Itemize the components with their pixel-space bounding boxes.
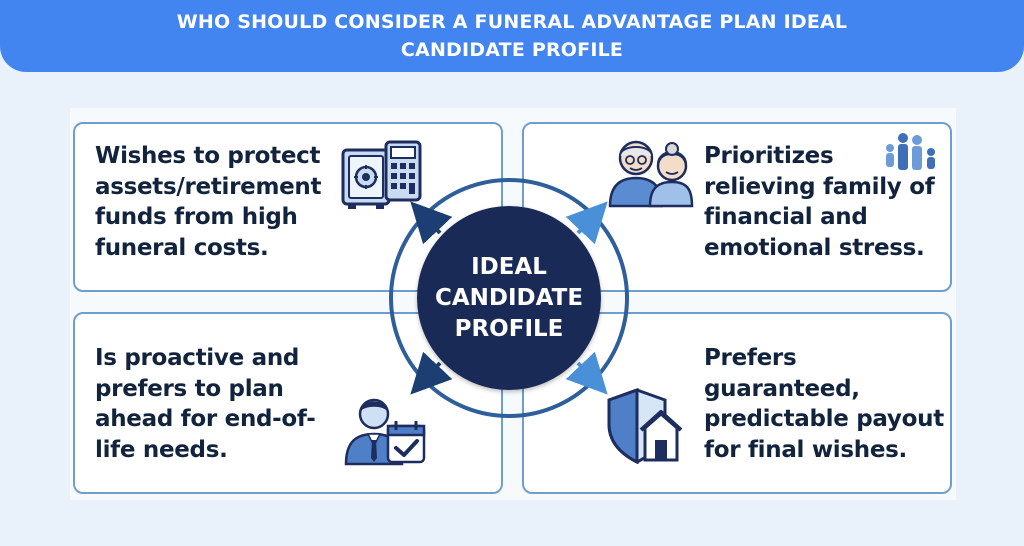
- card-text-guaranteed-payout: Prefers guaranteed, predictable payout f…: [704, 345, 944, 463]
- hub-label: IDEAL CANDIDATE PROFILE: [434, 253, 584, 342]
- card-text-plan-ahead: Is proactive and prefers to plan ahead f…: [95, 345, 316, 463]
- ring-circle: [389, 178, 629, 418]
- arrow-top-right: [565, 201, 608, 245]
- page-title: WHO SHOULD CONSIDER A FUNERAL ADVANTAGE …: [176, 11, 848, 61]
- header-banner: WHO SHOULD CONSIDER A FUNERAL ADVANTAGE …: [0, 0, 1024, 72]
- card-text-relieve-family: Prioritizes relieving family of financia…: [704, 143, 935, 261]
- family-icon: [886, 133, 935, 170]
- businessman-calendar-icon: [344, 398, 426, 466]
- elderly-couple-icon: [608, 140, 694, 208]
- safe-calculator-icon: [341, 140, 422, 209]
- card-text-protect-assets: Wishes to protect assets/retirement fund…: [95, 143, 322, 261]
- arrow-bottom-left: [410, 351, 453, 395]
- center-hub: IDEAL CANDIDATE PROFILE: [417, 206, 601, 390]
- arrow-top-left: [410, 201, 453, 245]
- card-guaranteed-payout: [522, 312, 952, 494]
- arrow-bottom-right: [565, 351, 608, 395]
- shield-house-icon: [607, 388, 683, 464]
